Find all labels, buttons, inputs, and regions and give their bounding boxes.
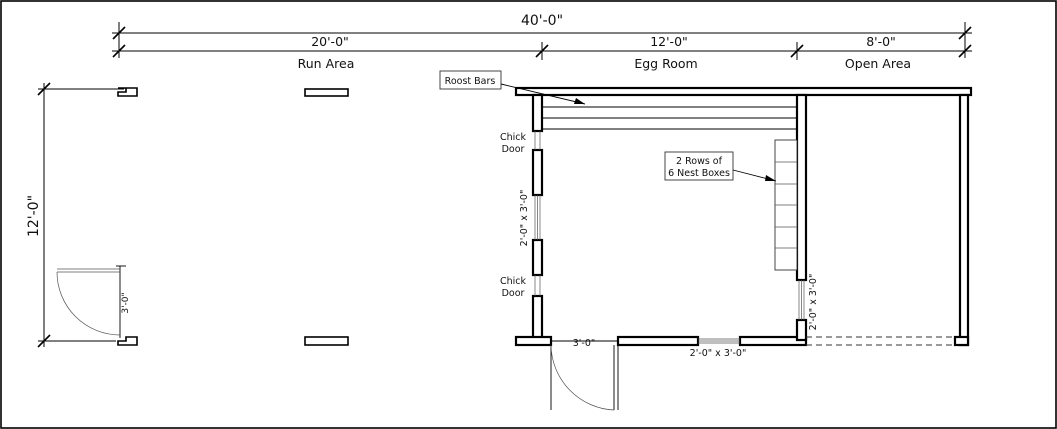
nest-boxes-label-line1: 2 Rows of [676, 156, 723, 167]
egg-room-door [550, 340, 619, 411]
run-posts [117, 87, 349, 346]
chick-door-top-label: Chick Door [500, 132, 527, 155]
nest-boxes-label-line2: 6 Nest Boxes [668, 168, 730, 179]
left-wall-lower [531, 238, 544, 277]
overall-dimension: 40'-0" [112, 13, 972, 58]
chick-door-top-line1: Chick [500, 132, 527, 143]
divider-window [798, 280, 805, 320]
divider-wall-lower [795, 318, 808, 342]
divider-wall-upper [795, 93, 808, 282]
left-window-dimension-label: 2'-0" x 3'-0" [519, 190, 530, 247]
run-area-label: Run Area [298, 56, 355, 71]
bottom-wall-middle [616, 335, 700, 347]
chick-door-bottom-line1: Chick [500, 276, 527, 287]
left-wall-bottom [531, 294, 544, 342]
door-dimension-label: 3'-0" [573, 338, 596, 349]
roost-bars-label: Roost Bars [445, 76, 496, 87]
run-gate: 3'-0" [56, 265, 131, 338]
left-wall-top [531, 93, 544, 133]
roost-bars [542, 106, 797, 130]
divider-window-dimension-label: 2'-0" x 3'-0" [808, 274, 819, 331]
egg-dimension-label: 12'-0" [650, 34, 688, 49]
nest-arrowhead [765, 175, 776, 181]
bottom-wall-left [514, 335, 553, 347]
depth-dimension: 12'-0" [26, 82, 124, 348]
run-post-bottom-left [117, 336, 138, 346]
run-post-bottom-mid [304, 336, 349, 346]
nest-boxes-callout: 2 Rows of 6 Nest Boxes [664, 151, 777, 182]
run-post-top-mid [304, 88, 349, 97]
chick-door-bottom-label: Chick Door [500, 276, 527, 299]
egg-room-label: Egg Room [634, 56, 697, 71]
bottom-window-dimension-label: 2'-0" x 3'-0" [690, 348, 747, 359]
chick-door-bottom-line2: Door [502, 288, 525, 299]
left-wall-openings [534, 131, 541, 296]
open-area-right-wall [958, 93, 970, 347]
roost-bars-callout: Roost Bars [439, 70, 586, 105]
open-area-label: Open Area [845, 56, 911, 71]
nest-boxes [774, 139, 798, 271]
run-dimension-label: 20'-0" [311, 34, 349, 49]
run-gate-dimension-label: 3'-0" [121, 292, 131, 313]
segment-dimensions: 20'-0" 12'-0" 8'-0" [112, 34, 972, 60]
chick-door-top-line2: Door [502, 144, 525, 155]
bottom-window [698, 338, 740, 344]
open-area-wall-end [953, 335, 970, 347]
overall-dimension-label: 40'-0" [521, 13, 563, 29]
egg-room-walls [514, 86, 973, 347]
left-wall-upper [531, 148, 544, 197]
depth-dimension-label: 12'-0" [26, 195, 42, 237]
roost-arrowhead [574, 98, 585, 104]
top-wall [514, 86, 973, 97]
run-post-top-left [117, 87, 138, 97]
open-area-opening [806, 336, 955, 346]
open-dimension-label: 8'-0" [866, 34, 896, 49]
